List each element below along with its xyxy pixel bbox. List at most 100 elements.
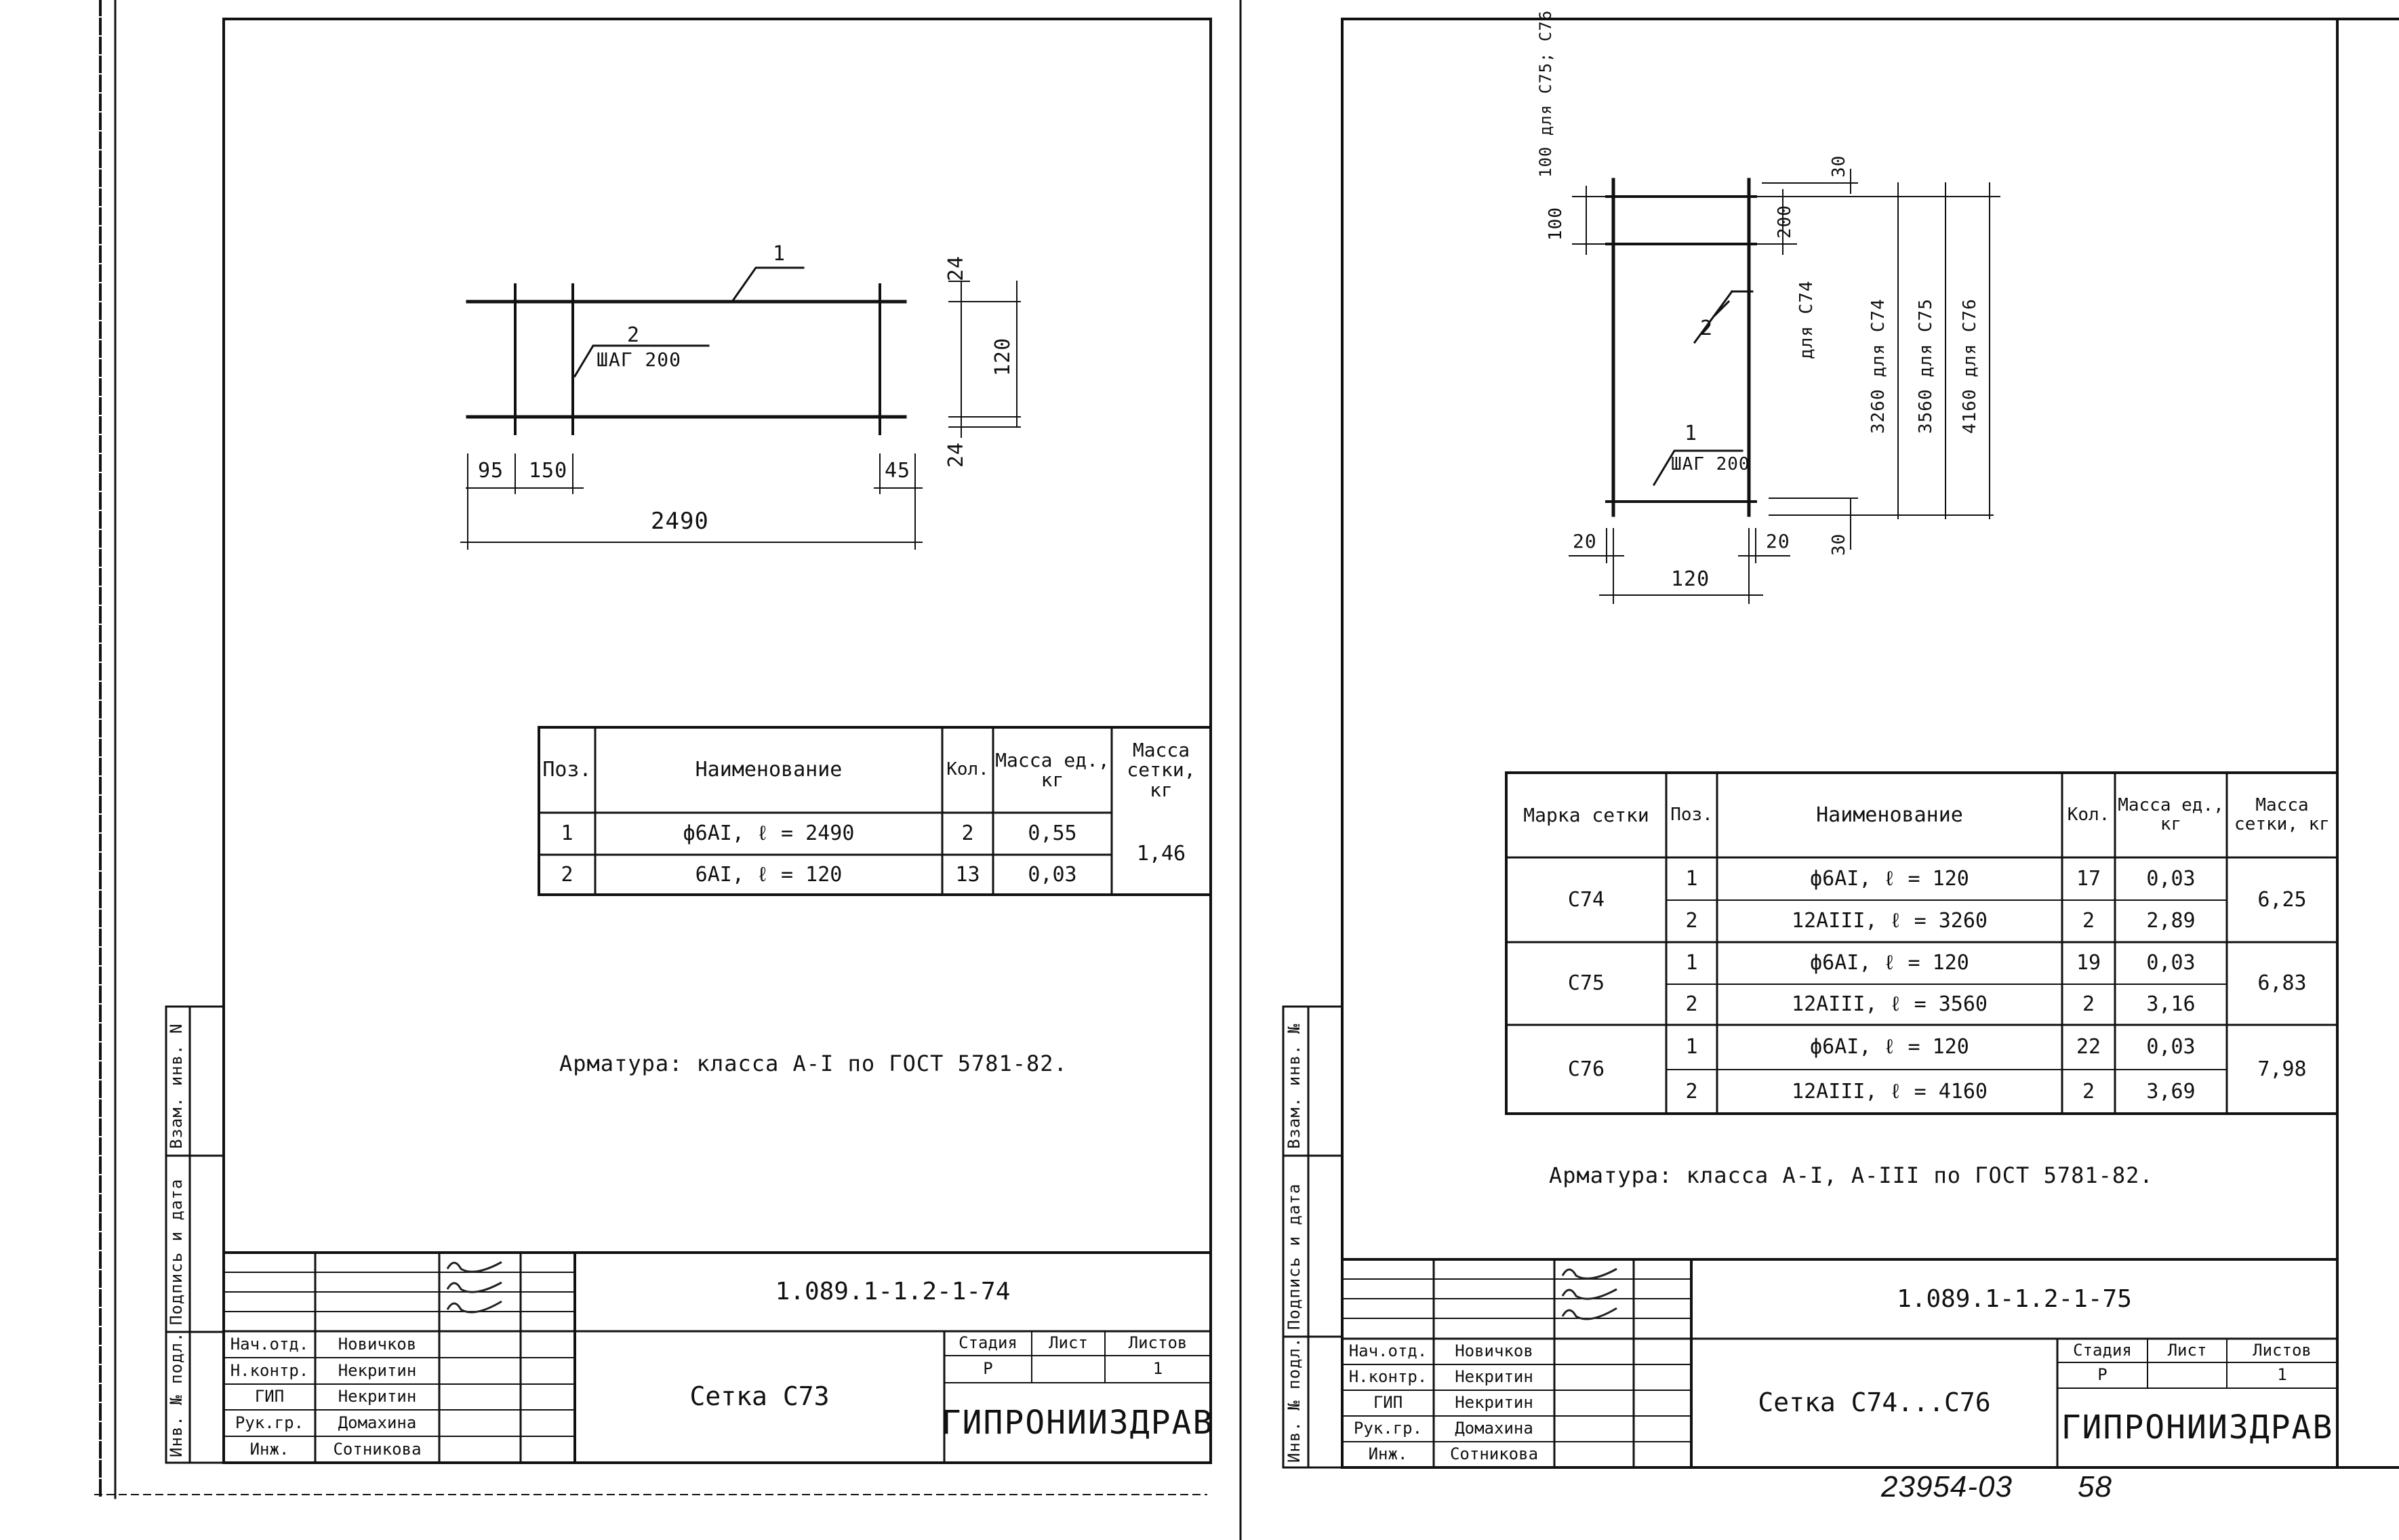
right-side-replace: Взам. инв. №	[1285, 1023, 1304, 1149]
left-total-mass: 1,46	[1136, 841, 1186, 866]
left-name-2: Некритин	[338, 1387, 417, 1406]
right-dim-30-top: 30	[1829, 155, 1849, 178]
left-dim-45: 45	[885, 459, 911, 483]
right-th-mass-mesh: Масса сетки, кг	[2234, 795, 2330, 834]
left-stage-value: Р	[983, 1359, 993, 1379]
left-row1-mass: 0,55	[1028, 822, 1077, 846]
left-sheets-value: 1	[1152, 1359, 1163, 1379]
left-row2-mass: 0,03	[1028, 862, 1077, 887]
left-sheet-header: Лист	[1049, 1333, 1088, 1353]
right-th-mass-unit: Масса ед., кг	[2118, 795, 2224, 834]
right-c76-r1-mass: 0,03	[2146, 1035, 2196, 1059]
right-c75-r1-name: ф6AI, ℓ = 120	[1810, 951, 1969, 975]
right-role-0: Нач.отд.	[1348, 1341, 1428, 1361]
right-c74-r2-mass: 2,89	[2146, 909, 2196, 933]
right-dim-20-left: 20	[1573, 530, 1597, 552]
left-row1-name: ф6AI, ℓ = 2490	[683, 822, 855, 846]
right-c76-r1-pos: 1	[1685, 1035, 1698, 1059]
right-th-pos: Поз.	[1670, 804, 1713, 825]
right-dim-len-c76: 4160 для С76	[1960, 298, 1980, 434]
right-c75-r2-name: 12AIII, ℓ = 3560	[1792, 992, 1988, 1017]
right-doc-code: 1.089.1-1.2-1-75	[1897, 1284, 2132, 1313]
right-c74-r1-pos: 1	[1685, 866, 1698, 891]
right-side-sign: Подпись и дата	[1285, 1183, 1304, 1330]
left-org-name: ГИПРОНИИЗДРАВ	[941, 1403, 1214, 1442]
right-dim-100: 100	[1546, 207, 1566, 241]
left-pos2-callout: 2	[627, 323, 641, 347]
right-th-qty: Кол.	[2067, 804, 2110, 825]
right-c76-r2-mass: 3,69	[2146, 1079, 2196, 1103]
right-dim-len-c75: 3560 для С75	[1916, 298, 1936, 434]
right-th-name: Наименование	[1816, 803, 1963, 827]
right-pos1-callout: 1	[1685, 422, 1698, 445]
right-mark-c74: С74	[1567, 887, 1605, 912]
right-sheets-value: 1	[2277, 1365, 2287, 1385]
right-org-name: ГИПРОНИИЗДРАВ	[2061, 1409, 2334, 1447]
left-dim-150: 150	[529, 459, 568, 483]
right-c76-r1-qty: 22	[2076, 1035, 2101, 1059]
right-c75-r2-pos: 2	[1685, 992, 1698, 1017]
left-row2-qty: 13	[955, 862, 980, 887]
right-c75-r2-qty: 2	[2082, 992, 2095, 1017]
right-name-2: Некритин	[1455, 1393, 1533, 1413]
right-c76-total: 7,98	[2257, 1057, 2307, 1081]
left-dim-24-bot: 24	[944, 441, 968, 468]
right-c74-r2-pos: 2	[1685, 909, 1698, 933]
right-stage-value: Р	[2097, 1365, 2108, 1385]
right-role-4: Инж.	[1368, 1444, 1408, 1464]
right-name-3: Домахина	[1455, 1419, 1533, 1438]
left-doc-code: 1.089.1-1.2-1-74	[775, 1278, 1011, 1306]
right-dim-note-top: 100 для С75; С76	[1536, 9, 1555, 178]
page-number: 58	[2078, 1470, 2112, 1503]
left-role-0: Нач.отд.	[230, 1334, 309, 1354]
inventory-number: 23954-03	[1881, 1470, 2013, 1503]
right-c74-r2-qty: 2	[2082, 909, 2095, 933]
left-role-4: Инж.	[249, 1439, 289, 1459]
left-row1-pos: 1	[561, 822, 573, 846]
left-sheets-header: Листов	[1128, 1333, 1188, 1353]
right-sheet-header: Лист	[2167, 1340, 2207, 1360]
left-dim-24-top: 24	[944, 255, 968, 281]
right-c75-r1-qty: 19	[2076, 951, 2101, 975]
left-dim-total: 2490	[651, 508, 709, 535]
right-c75-total: 6,83	[2257, 971, 2307, 996]
right-c75-r2-mass: 3,16	[2146, 992, 2196, 1017]
right-c74-r1-qty: 17	[2076, 866, 2101, 891]
right-dim-200: 200	[1775, 205, 1795, 239]
right-c76-r1-name: ф6AI, ℓ = 120	[1810, 1035, 1969, 1059]
left-pos1-callout: 1	[773, 242, 786, 266]
right-side-inv: Инв. № подл.	[1285, 1337, 1304, 1463]
left-side-replace: Взам. инв. N	[167, 1023, 186, 1149]
right-mark-c75: С75	[1567, 971, 1605, 996]
right-c74-r1-name: ф6AI, ℓ = 120	[1810, 866, 1969, 891]
right-c75-r1-mass: 0,03	[2146, 951, 2196, 975]
left-th-name: Наименование	[695, 758, 843, 782]
left-step-label: ШАГ 200	[597, 348, 682, 371]
left-side-inv: Инв. № подл.	[167, 1331, 186, 1457]
right-dim-width: 120	[1671, 567, 1710, 591]
left-dim-120: 120	[991, 337, 1015, 376]
left-name-0: Новичков	[338, 1334, 417, 1354]
right-mark-c76: С76	[1567, 1057, 1605, 1081]
right-role-2: ГИП	[1373, 1393, 1403, 1413]
right-role-3: Рук.гр.	[1353, 1419, 1423, 1438]
right-c75-r1-pos: 1	[1685, 951, 1698, 975]
left-dim-95: 95	[478, 459, 504, 483]
right-name-4: Сотникова	[1449, 1444, 1539, 1464]
right-pos2-callout: 2	[1700, 317, 1714, 340]
right-c74-r2-name: 12AIII, ℓ = 3260	[1792, 909, 1988, 933]
left-name-4: Сотникова	[333, 1439, 422, 1459]
right-sheets-header: Листов	[2253, 1340, 2312, 1360]
right-sheet-value	[2148, 1362, 2227, 1388]
right-stage-header: Стадия	[2073, 1340, 2132, 1360]
left-th-pos: Поз.	[542, 758, 592, 782]
left-th-mass-unit: Масса ед., кг	[995, 748, 1110, 791]
left-row2-name: 6AI, ℓ = 120	[695, 862, 843, 887]
right-dim-30-bot: 30	[1829, 533, 1849, 556]
right-name-1: Некритин	[1455, 1367, 1533, 1387]
right-rebar-note: Арматура: класса A-I, A-III по ГОСТ 5781…	[1549, 1162, 2154, 1188]
left-sheet-title: Сетка С73	[689, 1381, 830, 1412]
right-dim-for-c74: для С74	[1796, 280, 1817, 359]
